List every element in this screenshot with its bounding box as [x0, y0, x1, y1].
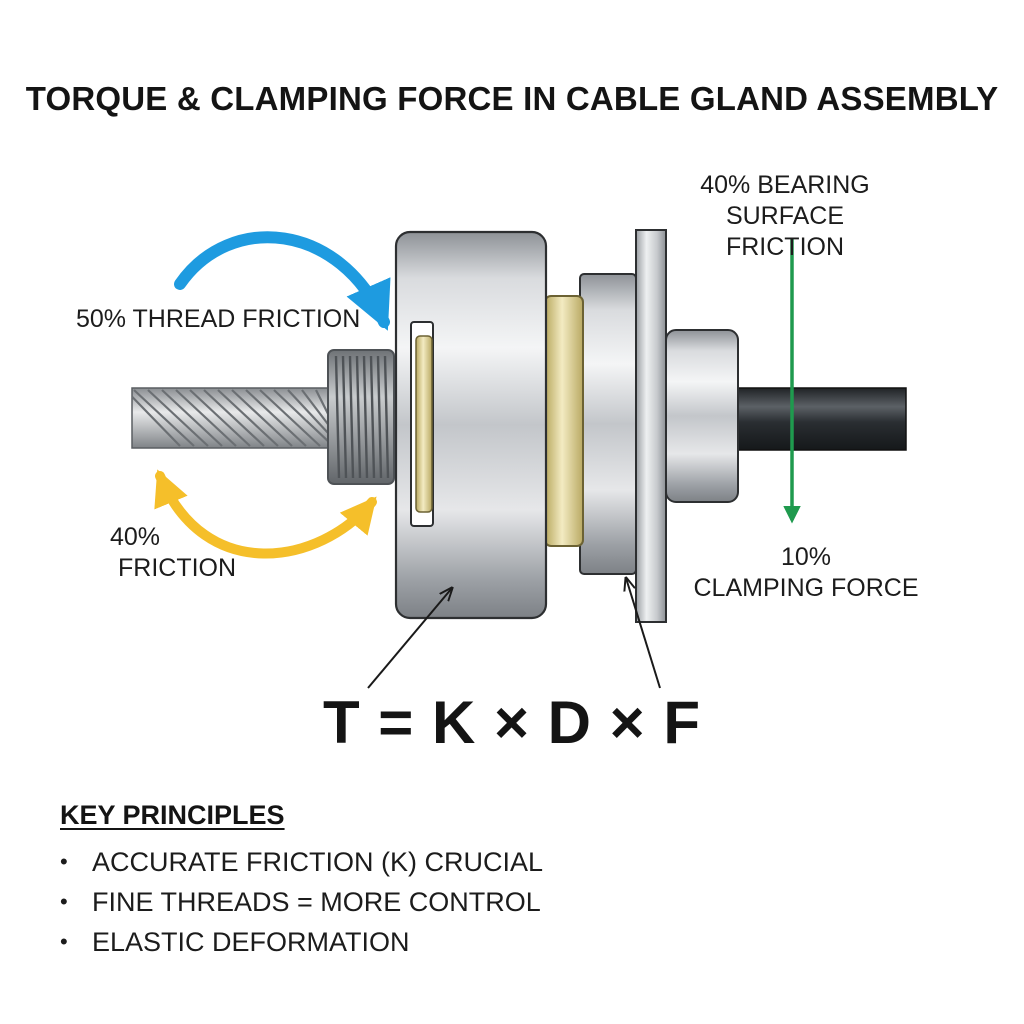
list-item-text: ELASTIC DEFORMATION: [92, 927, 410, 957]
list-item: • FINE THREADS = MORE CONTROL: [60, 882, 543, 922]
bullet-icon: •: [60, 929, 68, 954]
bullet-icon: •: [60, 849, 68, 874]
friction-percent: 40%: [110, 523, 161, 551]
key-principles-heading: KEY PRINCIPLES: [60, 800, 285, 830]
torque-formula: T = K × D × F: [322, 689, 702, 756]
middle-ring: [579, 273, 637, 575]
cable-strand: [259, 389, 321, 447]
cable-strand: [161, 389, 223, 447]
bullet-icon: •: [60, 889, 68, 914]
list-item-text: FINE THREADS = MORE CONTROL: [92, 887, 541, 917]
list-item: • ELASTIC DEFORMATION: [60, 922, 543, 962]
thread-groove: [383, 355, 390, 479]
thread-groove: [362, 355, 369, 479]
thread-groove: [348, 355, 355, 479]
bearing-line1: 40% BEARING: [700, 171, 870, 199]
friction-arrow: [154, 469, 377, 559]
cable-strand: [245, 389, 307, 447]
cable-strand: [273, 389, 333, 446]
thread-groove: [376, 355, 383, 479]
cable-strand: [175, 389, 237, 447]
friction-word: FRICTION: [118, 554, 237, 582]
cable-strand: [147, 389, 209, 447]
thread-friction-arrow: [174, 231, 391, 331]
diagram-title: TORQUE & CLAMPING FORCE IN CABLE GLAND A…: [25, 80, 999, 117]
clamping-force-label: 10% CLAMPING FORCE: [686, 542, 926, 604]
cable-strand: [189, 389, 251, 447]
list-item: • ACCURATE FRICTION (K) CRUCIAL: [60, 842, 543, 882]
leader-line-ring: [626, 578, 661, 689]
friction-label: 40% FRICTION: [100, 522, 250, 584]
thread-groove: [334, 355, 341, 479]
bearing-line2: SURFACE FRICTION: [725, 202, 845, 261]
threaded-nipple: [327, 349, 395, 485]
cable-strand: [217, 389, 279, 447]
thread-groove: [369, 355, 376, 479]
list-item-text: ACCURATE FRICTION (K) CRUCIAL: [92, 847, 544, 877]
brass-seal: [544, 295, 584, 547]
cable-strand: [287, 389, 333, 438]
cable-strand: [131, 395, 181, 447]
thread-groove: [341, 355, 348, 479]
clamping-percent: 10%: [780, 543, 832, 571]
stranded-cable: [131, 387, 345, 449]
flange-plate: [635, 229, 667, 623]
cable-strand: [231, 389, 293, 447]
clamping-word: CLAMPING FORCE: [693, 574, 919, 602]
thread-friction-label: 50% THREAD FRICTION: [76, 305, 361, 333]
clamp-nut: [665, 329, 739, 503]
key-principles-list: • ACCURATE FRICTION (K) CRUCIAL • FINE THR…: [60, 842, 543, 962]
cable-strand: [133, 389, 195, 447]
thread-groove: [355, 355, 362, 479]
bearing-friction-label: 40% BEARING SURFACE FRICTION: [664, 170, 906, 263]
gland-body: [394, 230, 548, 620]
leader-line-body: [367, 588, 452, 689]
cable-strand: [203, 389, 265, 447]
